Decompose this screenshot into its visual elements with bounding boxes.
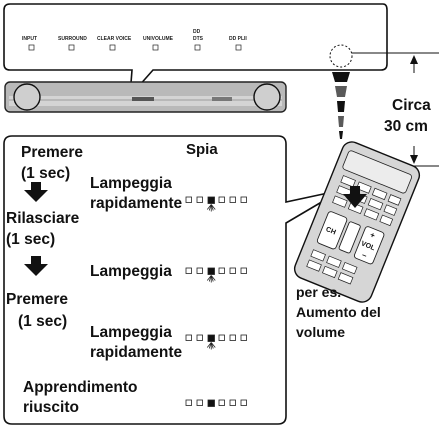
indicator-lamp-off (240, 196, 247, 203)
indicator-row-fast-blink-1 (185, 196, 247, 212)
remote-control: CH VOL + − (293, 141, 421, 303)
state-fast-blink-2-line1: Lampeggia (90, 324, 172, 341)
blink-rays-icon (206, 275, 216, 283)
indicator-lamp-off (196, 334, 203, 341)
indicator-lamp-dd-pl2 (235, 44, 242, 51)
svg-text:−: − (360, 251, 368, 261)
indicator-lamp-lit (207, 267, 215, 275)
indicator-panel: INPUT SURROUND CLEAR VOICE UNIVOLUME DD … (22, 29, 247, 51)
state-fast-blink-2-line2: rapidamente (90, 344, 183, 361)
indicator-lamp-off (196, 399, 203, 406)
press-arrow-icon (343, 186, 367, 208)
indicator-lamp-lit (207, 399, 215, 407)
step-release-duration: (1 sec) (6, 231, 55, 248)
indicator-lamp-off (229, 399, 236, 406)
remote-caption-line3: volume (296, 324, 345, 340)
indicator-lamp-off (218, 334, 225, 341)
remote-ch-label: CH (325, 226, 337, 236)
indicator-label-univolume: UNIVOLUME (143, 36, 174, 42)
indicator-lamp-off (218, 196, 225, 203)
indicator-label-input: INPUT (22, 36, 37, 42)
blink-rays-icon (206, 342, 216, 350)
indicator-lamp-clear-voice (109, 44, 116, 51)
indicator-lamp-off (185, 267, 192, 274)
distance-label-circa: Circa (392, 97, 431, 114)
indicator-lamp-off (218, 399, 225, 406)
procedure-frame (3, 135, 343, 425)
indicator-lamp-dts (194, 44, 201, 51)
indicator-lamp-off (240, 267, 247, 274)
step-press-1: Premere (21, 144, 83, 161)
ir-receiver-window (329, 44, 353, 68)
indicator-lamp-input (28, 44, 35, 51)
indicator-lamp-off (240, 334, 247, 341)
indicator-row-fast-blink-2 (185, 334, 247, 350)
remote-ch-button (316, 211, 348, 250)
down-arrow-icon (24, 256, 48, 276)
remote-vol-button (353, 226, 385, 265)
indicator-lamp-lit (207, 196, 215, 204)
remote-caption-line1: per es. (296, 284, 341, 300)
indicator-lamp-off (218, 267, 225, 274)
indicator-lamp-off (229, 267, 236, 274)
blink-rays-icon (206, 204, 216, 212)
state-fast-blink-1-line2: rapidamente (90, 195, 183, 212)
down-arrow-icon (24, 182, 48, 202)
soundbar-speaker-left (13, 83, 41, 111)
indicator-lamp-off (196, 196, 203, 203)
state-slow-blink: Lampeggia (90, 263, 172, 280)
indicator-lamp-off (185, 334, 192, 341)
indicator-lamp-off (229, 334, 236, 341)
step-press-1-duration: (1 sec) (21, 165, 70, 182)
distance-label-value: 30 cm (384, 118, 428, 135)
remote-caption-line2: Aumento del (296, 304, 381, 320)
indicator-label-dd-pl2: DD PLII (229, 36, 247, 42)
ir-beam (332, 72, 350, 139)
indicator-lamp-off (185, 399, 192, 406)
step-release: Rilasciare (6, 210, 80, 227)
soundbar-speaker-right (253, 83, 281, 111)
indicator-label-dts-top: DD (193, 29, 201, 35)
indicator-row-success (185, 399, 247, 407)
indicator-column-header: Spia (186, 141, 218, 158)
indicator-label-dts: DTS (193, 36, 204, 42)
indicator-label-surround: SURROUND (58, 36, 87, 42)
indicator-row-slow-blink (185, 267, 247, 283)
step-press-2-duration: (1 sec) (18, 313, 67, 330)
indicator-lamp-off (229, 196, 236, 203)
soundbar (4, 81, 287, 113)
indicator-lamp-off (185, 196, 192, 203)
svg-text:+: + (369, 230, 377, 240)
indicator-lamp-univolume (152, 44, 159, 51)
indicator-lamp-off (240, 399, 247, 406)
indicator-label-clear-voice: CLEAR VOICE (97, 36, 132, 42)
indicator-lamp-off (196, 267, 203, 274)
step-press-2: Premere (6, 291, 68, 308)
indicator-lamp-lit (207, 334, 215, 342)
step-success-line1: Apprendimento (23, 379, 138, 396)
step-success-line2: riuscito (23, 399, 79, 416)
indicator-lamp-surround (68, 44, 75, 51)
state-fast-blink-1-line1: Lampeggia (90, 175, 172, 192)
